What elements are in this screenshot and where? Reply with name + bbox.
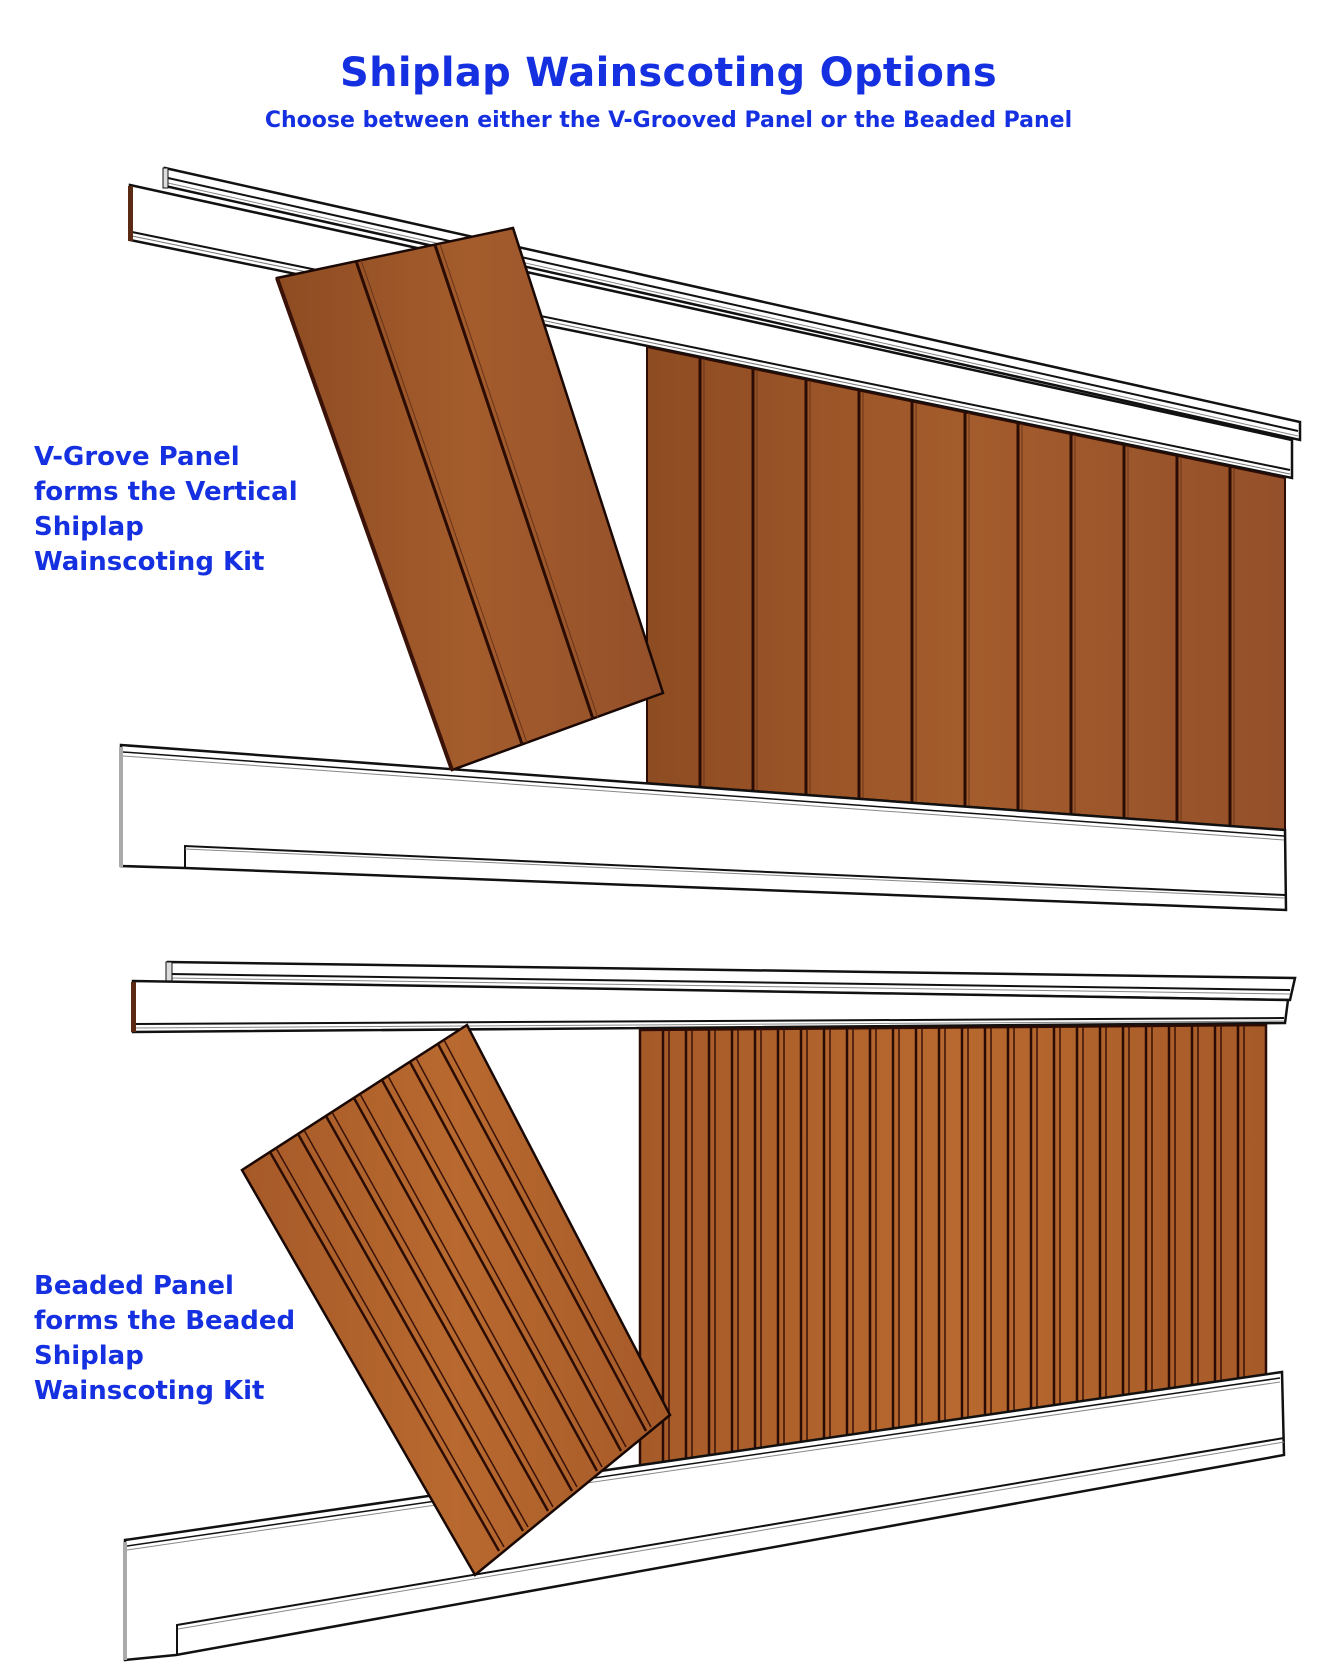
- page-title: Shiplap Wainscoting Options: [340, 50, 997, 96]
- v-groove-loose-panel: [275, 226, 665, 772]
- beaded-assembly: [123, 960, 1297, 1662]
- label-line: forms the Vertical: [34, 477, 298, 507]
- label-line: forms the Beaded: [34, 1306, 296, 1336]
- beaded-loose-panel: [240, 1023, 672, 1577]
- label-line: Shiplap: [34, 512, 144, 542]
- label-line: V-Grove Panel: [34, 442, 240, 472]
- beaded-wall: [638, 1023, 1268, 1472]
- label-line: Shiplap: [34, 1341, 144, 1371]
- label-line: Wainscoting Kit: [34, 547, 265, 577]
- v-groove-assembly: [119, 166, 1302, 912]
- label-line: Wainscoting Kit: [34, 1376, 265, 1406]
- bottom-base-rail: [119, 743, 1288, 912]
- v-groove-label: V-Grove Panel forms the Vertical Shiplap…: [34, 440, 298, 580]
- label-line: Beaded Panel: [34, 1271, 234, 1301]
- top-cap-rail: [165, 960, 1297, 1002]
- beaded-label: Beaded Panel forms the Beaded Shiplap Wa…: [34, 1269, 295, 1409]
- bottom-base-rail: [123, 1370, 1286, 1662]
- v-groove-wall: [646, 345, 1286, 832]
- top-board-rail: [131, 979, 1290, 1034]
- top-cap-rail: [162, 166, 1302, 442]
- page-subtitle: Choose between either the V-Grooved Pane…: [264, 108, 1073, 133]
